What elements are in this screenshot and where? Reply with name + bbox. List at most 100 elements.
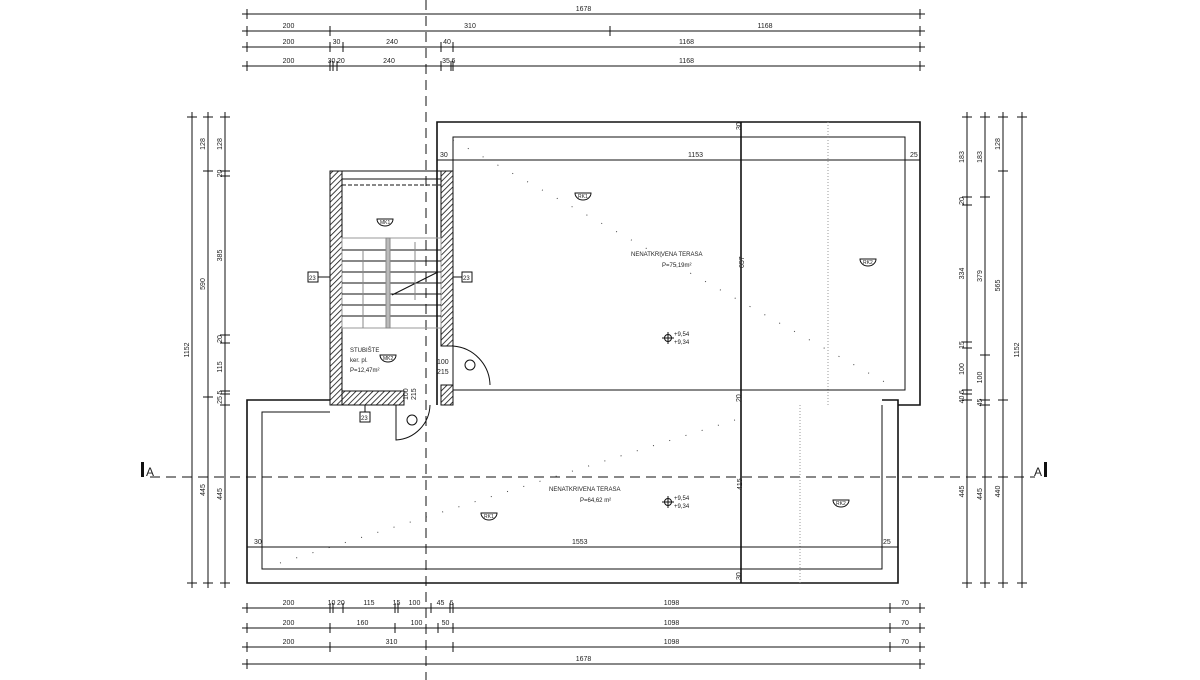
- dimension-label: 20: [337, 600, 345, 607]
- dimension-label: 25: [883, 539, 891, 546]
- dimension-label: 200: [283, 620, 295, 627]
- dimension-label: 200: [283, 39, 295, 46]
- dimension-label: 1098: [664, 620, 680, 627]
- dimension-label: 1678: [576, 6, 592, 13]
- dimension-label: 445: [217, 488, 224, 500]
- window-tag-right: 23: [453, 271, 473, 283]
- dimension-label: 5: [217, 390, 224, 394]
- dimension-label: 20: [337, 58, 345, 65]
- stair-core: 100 215 100 215 STUBIŠTE ker. pl. P=12,4…: [329, 170, 491, 441]
- lower-terrace: [246, 399, 899, 584]
- dimension-label: 45: [437, 600, 445, 607]
- door-right[interactable]: 100 215: [437, 345, 491, 386]
- dimension-label: 70: [901, 600, 909, 607]
- dim-row-top-1: 1678: [242, 6, 925, 19]
- door-right-width: 100: [437, 359, 449, 366]
- section-label-right: A: [1034, 465, 1042, 479]
- dimension-label: 20: [736, 394, 743, 402]
- dimension-label: 20: [217, 170, 224, 178]
- level-bottom: +9,34: [674, 504, 690, 510]
- lower-terrace-area: P=64,62 m²: [580, 498, 611, 504]
- dimension-label: 128: [995, 138, 1002, 150]
- dimension-label: 40: [443, 39, 451, 46]
- dim-col-right-4: 1152: [1014, 112, 1027, 588]
- dimension-label: 1678: [576, 656, 592, 663]
- upper-terrace-area: P=75,19m²: [662, 263, 692, 269]
- dimension-label: 183: [977, 151, 984, 163]
- level-marker-lower: +9,54 +9,34: [662, 496, 690, 510]
- dim-col-left-1: 1152: [184, 112, 197, 588]
- dimension-label: 6: [959, 390, 966, 394]
- roof-tag: RK1: [574, 192, 592, 201]
- level-bottom: +9,34: [674, 340, 690, 346]
- dimension-label: 100: [977, 372, 984, 384]
- svg-text:23: 23: [361, 416, 368, 422]
- roof-tag: RK2: [859, 258, 877, 267]
- dimension-label: 115: [217, 361, 224, 372]
- floor-tag: MK1: [376, 218, 394, 227]
- dimension-label: 445: [959, 486, 966, 498]
- dimension-label: 30: [736, 572, 743, 580]
- dimension-label: 15: [959, 341, 966, 349]
- dimension-label: 200: [283, 600, 295, 607]
- dim-col-right-3: 128 565 440: [995, 112, 1008, 588]
- dimension-label: 445: [200, 484, 207, 496]
- dimension-label: 50: [442, 620, 450, 627]
- upper-terrace-name: NENATKRIVENA TERASA: [631, 252, 702, 258]
- dimension-label: 160: [357, 620, 369, 627]
- dim-row-bottom-4: 1678: [242, 656, 925, 669]
- dimension-label: 1168: [679, 39, 694, 46]
- lower-terrace-name: NENATKRIVENA TERASA: [549, 487, 620, 493]
- window-tag-bottom: 23: [359, 405, 371, 423]
- door-bottom-width: 100: [403, 388, 410, 400]
- dimension-label: 240: [386, 39, 398, 46]
- stair-flight: [341, 237, 442, 329]
- level-marker-upper: +9,54 +9,34: [662, 332, 690, 346]
- section-label-left: A: [146, 465, 154, 479]
- dimension-label: 30: [254, 539, 262, 546]
- dimension-label: 100: [411, 620, 423, 627]
- tag-label: MK2: [383, 356, 394, 362]
- dimension-label: 100: [959, 363, 966, 375]
- dimension-label: 440: [995, 486, 1002, 498]
- dimension-label: 1168: [679, 58, 694, 65]
- roof-tag: RK1: [480, 512, 498, 521]
- dimension-label: 183: [959, 151, 966, 163]
- tag-label: RK2: [836, 501, 846, 507]
- dimension-label: 1152: [184, 342, 191, 357]
- dim-row-top-3: 200 30 240 40 1168: [242, 39, 925, 52]
- stair-room-name: STUBIŠTE: [350, 347, 379, 354]
- dimension-label: 565: [995, 280, 1002, 292]
- dimension-label: 10: [328, 600, 336, 607]
- dimension-label: 30: [333, 39, 341, 46]
- roof-tag: RK2: [832, 499, 850, 508]
- floor-tag: MK2: [379, 354, 397, 363]
- dimension-label: 310: [386, 639, 398, 646]
- tag-label: RK1: [484, 514, 494, 520]
- tag-label: RK2: [863, 260, 873, 266]
- dimension-label: 1098: [664, 639, 680, 646]
- dimension-label: 1553: [572, 539, 588, 546]
- dimension-label: 128: [200, 138, 207, 150]
- dimension-label: 30: [328, 58, 336, 65]
- dimension-label: 200: [283, 23, 295, 30]
- door-bottom[interactable]: 100 215: [395, 388, 431, 441]
- dimension-label: 25: [910, 152, 918, 159]
- dimension-label: 35: [442, 58, 450, 65]
- dimension-label: 128: [217, 138, 224, 150]
- dimension-label: 445: [977, 488, 984, 500]
- dimension-label: 6: [451, 58, 455, 65]
- dimension-label: 334: [959, 268, 966, 280]
- dimension-label: 115: [363, 600, 374, 607]
- stair-floor-type: ker. pl.: [350, 358, 368, 364]
- level-top: +9,54: [674, 332, 690, 338]
- dimension-label: 200: [283, 58, 295, 65]
- dimension-label: 15: [393, 600, 401, 607]
- dimension-label: 100: [409, 600, 421, 607]
